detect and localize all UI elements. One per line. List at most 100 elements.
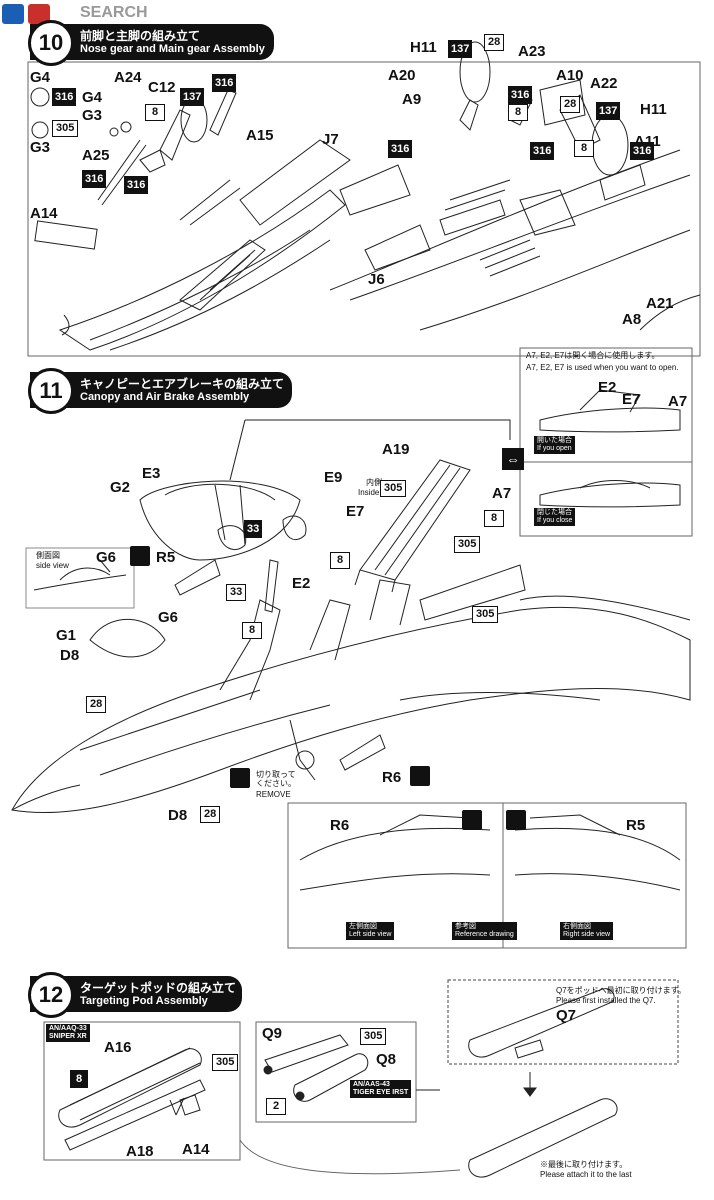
inside-en: Inside (358, 488, 380, 497)
close-caption-jp: 閉じた場合 (537, 509, 572, 516)
right-side-caption: 右側面図 Right side view (560, 922, 614, 940)
paint-badge: 316 (388, 140, 413, 158)
part-label: H11 (410, 39, 437, 56)
part-label: A10 (556, 67, 584, 84)
part-label: J6 (368, 271, 385, 288)
part-label: G6 (96, 549, 117, 566)
part-label: A15 (246, 127, 274, 144)
part-label: E2 (292, 575, 311, 592)
paint-badge: 305 (212, 1054, 239, 1071)
part-label: R6 (330, 817, 350, 834)
part-label: A24 (114, 69, 142, 86)
paint-badge: 33 (244, 520, 263, 538)
right-side-en: Right side view (563, 931, 611, 938)
part-label: G4 (82, 89, 103, 106)
part-label: G6 (158, 609, 179, 626)
part-label: D8 (60, 647, 80, 664)
part-label: R6 (382, 769, 402, 786)
paint-badge: 316 (124, 176, 149, 194)
q7-note-en: Please first installed the Q7. (556, 996, 656, 1005)
part-label: A16 (104, 1039, 132, 1056)
paint-badge: 8 (242, 622, 262, 639)
reference-en: Reference drawing (455, 931, 514, 938)
paint-badge: 316 (530, 142, 555, 160)
paint-badge: 316 (508, 86, 533, 104)
paint-badge: 28 (200, 806, 221, 823)
step10-title-en: Nose gear and Main gear Assembly (80, 43, 265, 55)
part-label: J7 (322, 131, 339, 148)
paint-badge: 137 (448, 40, 473, 58)
paint-badge: 305 (454, 536, 481, 553)
step12-title-jp: ターゲットポッドの組み立て (80, 981, 237, 995)
part-label: A14 (182, 1141, 210, 1158)
paint-badge: 28 (484, 34, 505, 51)
paint-badge: 8 (330, 552, 350, 569)
part-label: E2 (598, 379, 617, 396)
inside-jp: 内側 (366, 478, 382, 487)
part-label: G4 (30, 69, 51, 86)
part-label: A22 (590, 75, 618, 92)
logo-mark (2, 4, 24, 24)
part-label: A9 (402, 91, 422, 108)
paint-badge: 305 (52, 120, 79, 137)
step11-number: 11 (28, 368, 74, 414)
part-label: A18 (126, 1143, 154, 1160)
open-note-en: A7, E2, E7 is used when you want to open… (526, 363, 679, 372)
paint-badge: 8 (508, 104, 528, 121)
paint-badge: 33 (226, 584, 247, 601)
q7-note-jp: Q7をポッドへ最初に取り付けます。 (556, 986, 686, 995)
part-label: G1 (56, 627, 77, 644)
paint-badge: 316 (52, 88, 77, 106)
sniper-caption: AN/AAQ-33 SNIPER XR (46, 1024, 90, 1042)
part-label: Q8 (376, 1051, 397, 1068)
open-caption: 開いた場合 If you open (534, 436, 575, 454)
paint-brush-icon (462, 810, 482, 830)
part-label: E7 (622, 391, 641, 408)
reference-caption: 参考図 Reference drawing (452, 922, 517, 940)
step10-header: 10 前脚と主脚の組み立て Nose gear and Main gear As… (28, 20, 274, 66)
left-side-jp: 左側面図 (349, 923, 377, 930)
remove-cutter-icon (230, 768, 250, 788)
open-caption-jp: 開いた場合 (537, 437, 572, 444)
step11-header: 11 キャノピーとエアブレーキの組み立て Canopy and Air Brak… (28, 368, 292, 414)
choice-arrow-icon: ⇔ (502, 448, 524, 470)
side-view-jp: 側面図 (36, 551, 60, 560)
part-label: H11 (640, 101, 667, 118)
paint-brush-icon (410, 766, 430, 786)
close-caption-en: If you close (537, 517, 573, 524)
sniper-label-1: AN/AAQ-33 (49, 1025, 87, 1032)
step11-title-en: Canopy and Air Brake Assembly (80, 391, 250, 403)
part-label: E3 (142, 465, 161, 482)
last-note-jp: ※最後に取り付けます。 (540, 1160, 628, 1169)
open-note-jp: A7, E2, E7は開く場合に使用します。 (526, 351, 660, 360)
last-note-en: Please attach it to the last (540, 1170, 632, 1179)
part-label: G3 (82, 107, 103, 124)
part-label: A14 (30, 205, 58, 222)
reference-jp: 参考図 (455, 923, 476, 930)
paint-badge: 8 (145, 104, 165, 121)
part-label: A7 (492, 485, 512, 502)
logo-mark-red (28, 4, 50, 24)
step10-number: 10 (28, 20, 74, 66)
part-label: A7 (668, 393, 688, 410)
part-label: E9 (324, 469, 343, 486)
paint-badge: 305 (360, 1028, 387, 1045)
paint-badge: 137 (596, 102, 621, 120)
paint-badge: 316 (212, 74, 237, 92)
paint-badge: 28 (560, 96, 581, 113)
part-label: E7 (346, 503, 365, 520)
step12-title-en: Targeting Pod Assembly (80, 995, 208, 1007)
part-label: R5 (626, 817, 646, 834)
part-label: Q7 (556, 1007, 577, 1024)
paint-badge: 305 (472, 606, 499, 623)
left-side-caption: 左側面図 Left side view (346, 922, 395, 940)
remove-jp: 切り取って ください。 (256, 770, 296, 788)
step12-number: 12 (28, 972, 74, 1018)
paint-badge: 8 (574, 140, 594, 157)
step10-title-jp: 前脚と主脚の組み立て (80, 29, 201, 43)
watermark-logo: SEARCH (0, 0, 160, 28)
part-label: D8 (168, 807, 188, 824)
paint-badge: 8 (484, 510, 504, 527)
watermark-text: SEARCH (80, 4, 148, 21)
